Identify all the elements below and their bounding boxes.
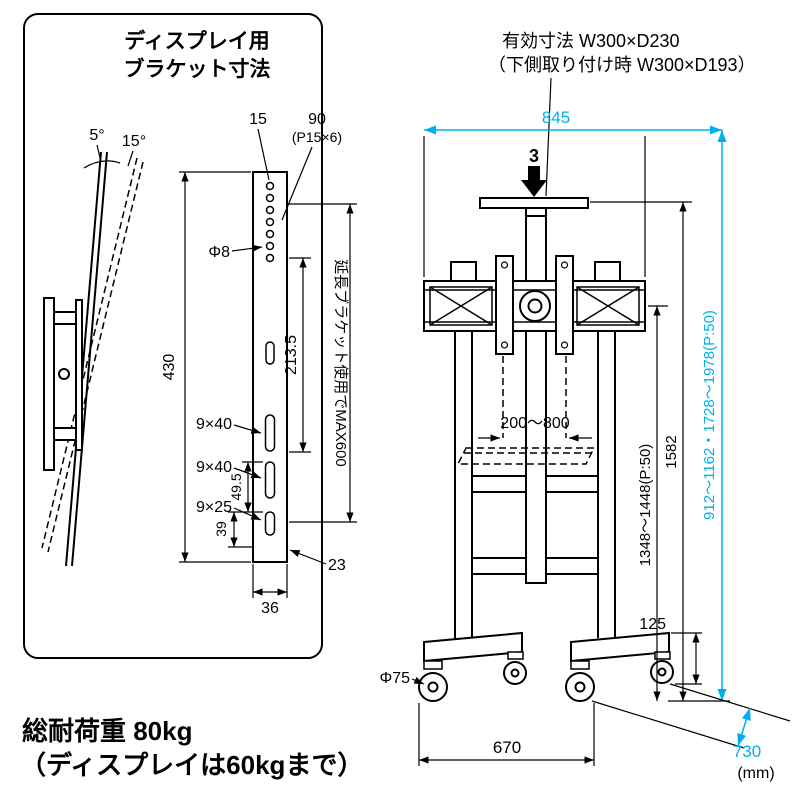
- stand-feet: [418, 631, 674, 702]
- dim-730-label: 730: [733, 742, 761, 761]
- dim-max600-label: 延長ブラケット使用でMAX600: [332, 259, 350, 467]
- effective-size-note-line1: 有効寸法 W300×D230: [502, 31, 680, 51]
- dim-2135-label: 213.5: [283, 335, 300, 375]
- optional-shelf-dashed: [456, 447, 596, 465]
- base-depth-dimension: 730: [591, 683, 791, 761]
- hole-column: [265, 181, 275, 263]
- bracket-body: [43, 297, 55, 471]
- dim-23-label: 23: [328, 557, 346, 574]
- down-arrow-icon: [521, 166, 547, 197]
- step-3-label: 3: [529, 146, 539, 166]
- dim-1582-label: 1582: [663, 435, 680, 468]
- panel-title-line1: ディスプレイ用: [124, 29, 270, 53]
- camera-shelf: [479, 197, 589, 209]
- dim-15-label: 15: [249, 111, 267, 128]
- dim-912-label: 912～1162・1728～1978(P:50): [701, 310, 718, 520]
- slot3-label: 9×25: [196, 499, 232, 516]
- caster-rear-left: [503, 661, 527, 685]
- tilt-knob: [519, 290, 551, 322]
- bracket-hinge: [58, 368, 70, 380]
- dim-90-pitch-label: (P15×6): [292, 129, 342, 145]
- slot2-label: 9×40: [196, 459, 232, 476]
- unit-label: (mm): [737, 765, 774, 782]
- annotation-leader: [545, 77, 552, 197]
- caster-front-left: [418, 672, 448, 702]
- dim-hole-label: Φ8: [208, 244, 230, 261]
- vesa-plate-right: [555, 255, 574, 355]
- center-column: [525, 211, 547, 584]
- angle-arc: [83, 160, 121, 169]
- dim-90-label: 90: [308, 111, 326, 128]
- base-width-dimension: 670: [418, 703, 595, 766]
- dim-125-label: 125: [639, 616, 666, 633]
- tilt-angle-5-label: 5°: [89, 127, 104, 144]
- dim-caster-label: Φ75: [379, 670, 410, 687]
- bracket-side-view: 5° 15°: [41, 127, 146, 567]
- slot-9x25: [264, 511, 276, 536]
- dim-845-label: 845: [542, 108, 570, 127]
- stand-diagram: 有効寸法 W300×D230 （下側取り付け時 W300×D193） 845 3: [379, 31, 791, 766]
- tilt-angle-15-label: 15°: [122, 133, 146, 150]
- bracket-plate-tilted: [41, 157, 138, 549]
- bracket-dimension-panel: ディスプレイ用 ブラケット寸法 5° 15°: [23, 13, 357, 659]
- slot-9x40-a: [264, 414, 276, 452]
- dim-670-label: 670: [493, 738, 521, 757]
- dim-430-label: 430: [161, 354, 178, 381]
- vesa-width-range: 200～800: [478, 356, 592, 442]
- dim-730-line: [737, 707, 751, 747]
- dim-39-label: 39: [213, 521, 229, 537]
- bracket-front-view: 15 90 (P15×6) Φ8 430 213.5 延長ブラケット使用でMAX…: [161, 111, 357, 617]
- mid-slot: [265, 341, 275, 365]
- caster-rear-right: [650, 660, 674, 684]
- vesa-crossbar: [423, 255, 646, 355]
- panel-title-line2: ブラケット寸法: [124, 57, 271, 81]
- load-capacity-line1: 総耐荷重 80kg: [22, 716, 193, 746]
- effective-size-note-line2: （下側取り付け時 W300×D193）: [488, 55, 756, 75]
- caster-front-right: [565, 672, 595, 702]
- dim-200-800-label: 200～800: [500, 415, 569, 432]
- panel-border: [23, 13, 323, 659]
- load-capacity-line2: （ディスプレイは60kgまで）: [20, 750, 363, 780]
- foot-height-dimension: 125: [639, 616, 702, 685]
- vesa-plate-left: [495, 255, 514, 355]
- height-dimensions: 1348～1448(P:50) 1582 912～1162・1728～1978(…: [590, 130, 730, 702]
- pole-cap-left: [450, 261, 477, 283]
- slot-9x40-b: [264, 461, 276, 499]
- dim-1348-label: 1348～1448(P:50): [637, 444, 654, 567]
- slot1-label: 9×40: [196, 416, 232, 433]
- dim-495-label: 49.5: [228, 473, 244, 500]
- pole-cap-right: [594, 261, 621, 283]
- footer-notes: 総耐荷重 80kg （ディスプレイは60kgまで） (mm): [20, 716, 775, 782]
- dim-36-label: 36: [261, 600, 279, 617]
- bracket-plate-solid: [65, 151, 102, 567]
